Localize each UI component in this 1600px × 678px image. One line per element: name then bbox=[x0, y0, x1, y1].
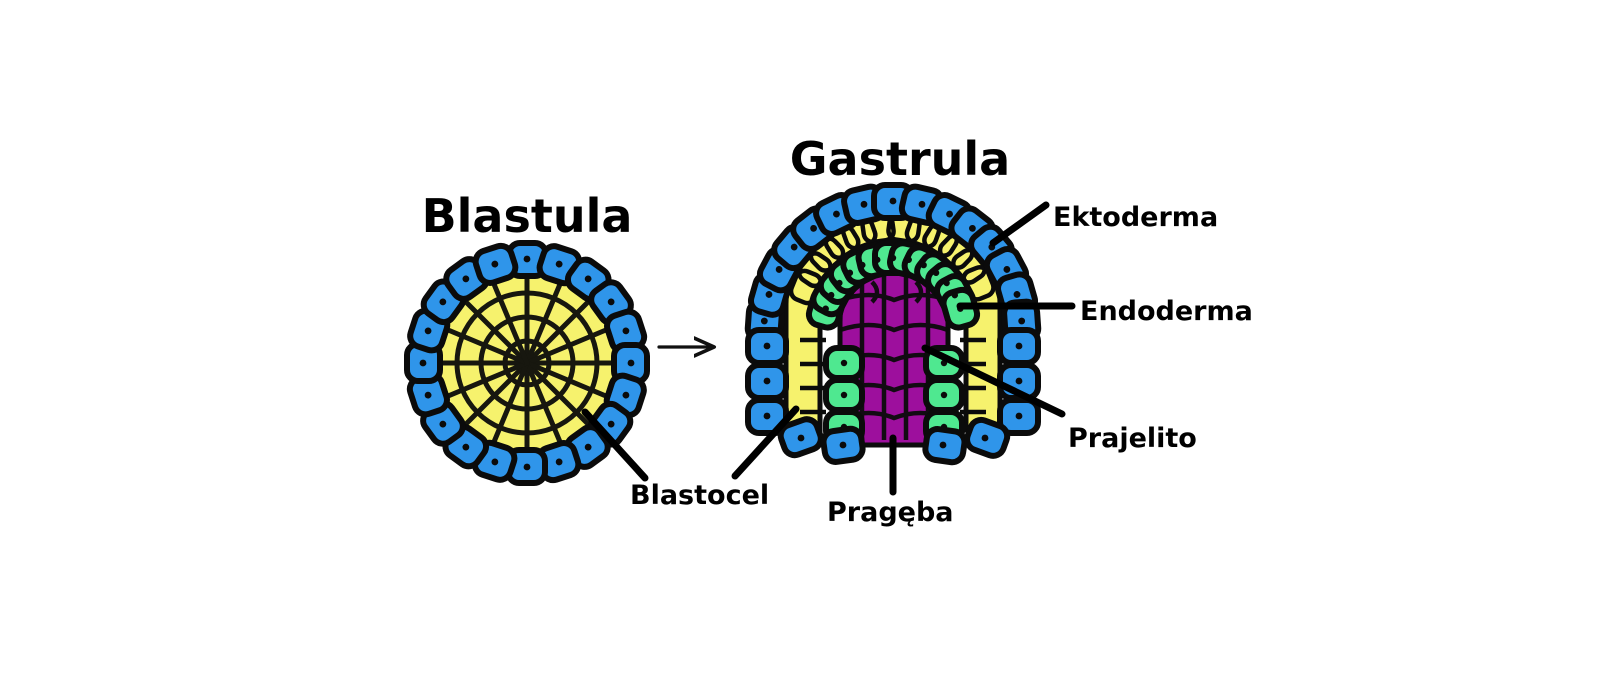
gastrula-ectoderm-layer bbox=[744, 182, 1042, 466]
leader-blastocel-gastrula bbox=[731, 405, 800, 480]
blastula-title: Blastula bbox=[422, 189, 633, 243]
gastrula-title: Gastrula bbox=[790, 132, 1010, 186]
label-prajelito: Prajelito bbox=[1068, 423, 1197, 454]
label-blastocel: Blastocel bbox=[630, 480, 769, 511]
leader-blastocel-blastula bbox=[581, 408, 649, 482]
leader-ektoderma bbox=[989, 201, 1050, 247]
label-endoderma: Endoderma bbox=[1080, 296, 1253, 327]
label-ektoderma: Ektoderma bbox=[1053, 202, 1218, 233]
blastula-structure bbox=[404, 240, 650, 486]
label-prageba: Pragęba bbox=[827, 497, 954, 528]
blastula-outer-cell-ring bbox=[404, 240, 650, 486]
gastrula-structure bbox=[744, 182, 1042, 466]
leader-prajelito bbox=[921, 344, 1066, 418]
leader-lines bbox=[581, 201, 1076, 496]
